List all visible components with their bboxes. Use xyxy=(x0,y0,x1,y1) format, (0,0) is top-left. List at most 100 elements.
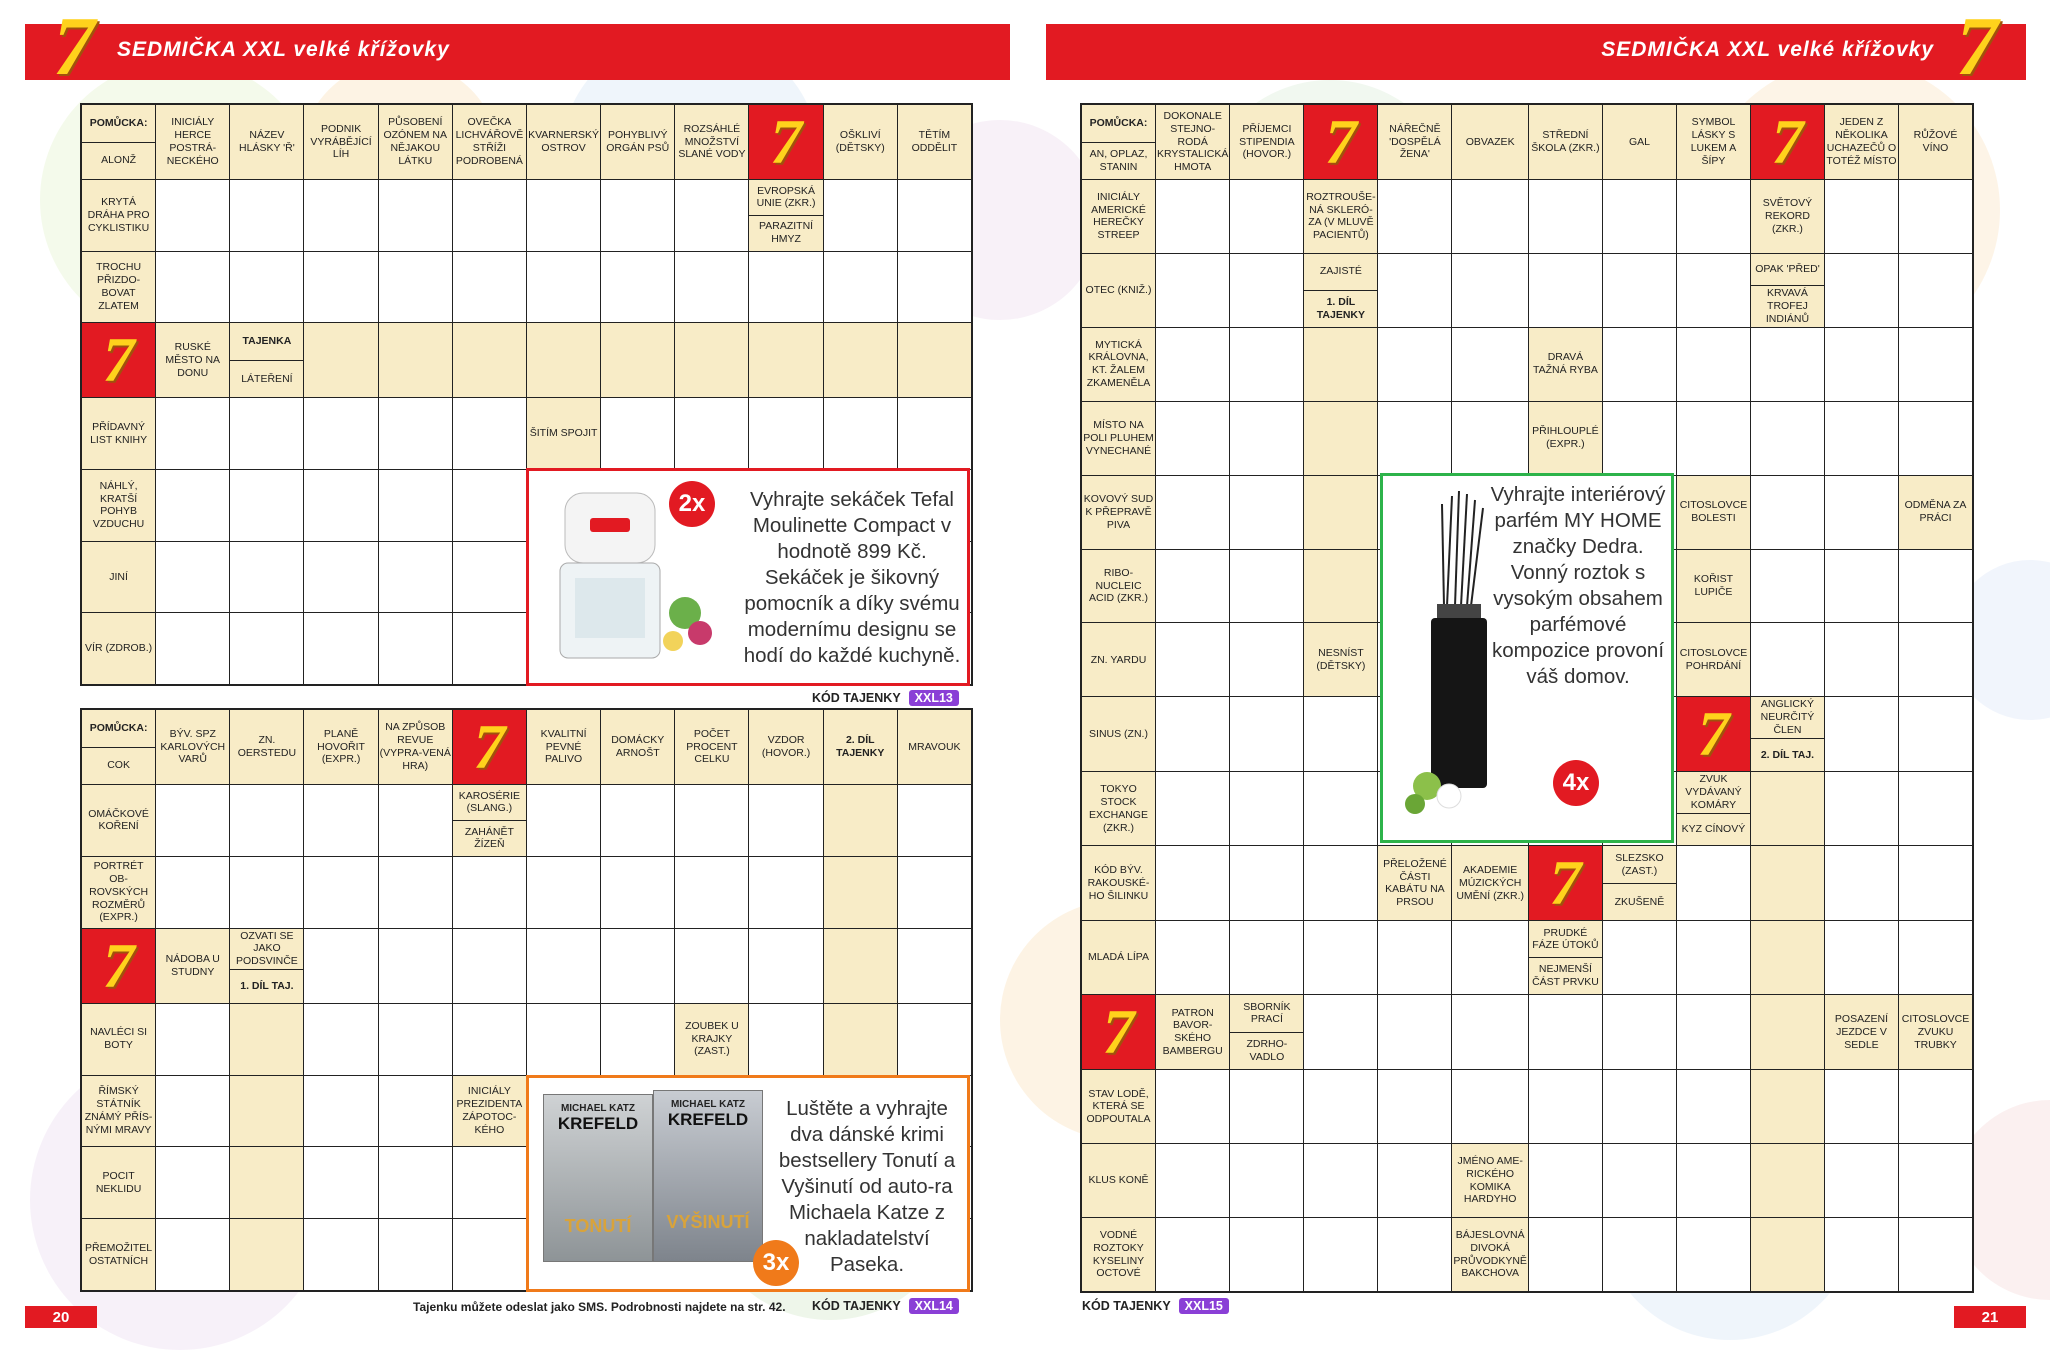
answer-cell[interactable] xyxy=(1824,623,1898,697)
answer-cell[interactable] xyxy=(230,469,304,541)
answer-cell[interactable] xyxy=(452,541,526,613)
answer-cell[interactable] xyxy=(1898,772,1972,846)
answer-cell[interactable] xyxy=(1304,1144,1378,1218)
answer-cell[interactable] xyxy=(1824,327,1898,401)
answer-cell[interactable] xyxy=(749,398,823,469)
answer-cell[interactable] xyxy=(1676,995,1750,1070)
answer-cell[interactable] xyxy=(452,1219,526,1290)
answer-cell[interactable] xyxy=(601,398,675,469)
answer-cell[interactable] xyxy=(1452,180,1528,253)
answer-cell[interactable] xyxy=(1824,846,1898,921)
answer-cell[interactable] xyxy=(230,1219,304,1290)
answer-cell[interactable] xyxy=(1378,253,1452,327)
answer-cell[interactable] xyxy=(378,1075,452,1147)
answer-cell[interactable] xyxy=(378,541,452,613)
answer-cell[interactable] xyxy=(1528,1144,1602,1218)
answer-cell[interactable] xyxy=(378,251,452,323)
answer-cell[interactable] xyxy=(156,180,230,251)
answer-cell[interactable] xyxy=(304,856,378,928)
answer-cell[interactable] xyxy=(1750,921,1824,995)
answer-cell[interactable] xyxy=(1156,1218,1230,1291)
answer-cell[interactable] xyxy=(823,928,897,1003)
answer-cell[interactable] xyxy=(156,785,230,856)
answer-cell[interactable] xyxy=(1676,1218,1750,1291)
answer-cell[interactable] xyxy=(823,180,897,251)
answer-cell[interactable] xyxy=(823,251,897,323)
answer-cell[interactable] xyxy=(156,469,230,541)
answer-cell[interactable] xyxy=(378,469,452,541)
answer-cell[interactable] xyxy=(1824,1070,1898,1144)
answer-cell[interactable] xyxy=(1230,180,1304,253)
answer-cell[interactable] xyxy=(1824,253,1898,327)
answer-cell[interactable] xyxy=(452,1147,526,1219)
answer-cell[interactable] xyxy=(304,323,378,398)
answer-cell[interactable] xyxy=(378,1147,452,1219)
answer-cell[interactable] xyxy=(1750,1218,1824,1291)
answer-cell[interactable] xyxy=(1304,697,1378,772)
answer-cell[interactable] xyxy=(156,1147,230,1219)
answer-cell[interactable] xyxy=(749,928,823,1003)
answer-cell[interactable] xyxy=(1304,772,1378,846)
answer-cell[interactable] xyxy=(1230,549,1304,623)
answer-cell[interactable] xyxy=(897,856,971,928)
answer-cell[interactable] xyxy=(1898,180,1972,253)
answer-cell[interactable] xyxy=(156,541,230,613)
answer-cell[interactable] xyxy=(1304,995,1378,1070)
answer-cell[interactable] xyxy=(1824,475,1898,549)
answer-cell[interactable] xyxy=(1378,921,1452,995)
answer-cell[interactable] xyxy=(675,398,749,469)
answer-cell[interactable] xyxy=(749,251,823,323)
answer-cell[interactable] xyxy=(230,1075,304,1147)
answer-cell[interactable] xyxy=(1156,1070,1230,1144)
answer-cell[interactable] xyxy=(1452,921,1528,995)
answer-cell[interactable] xyxy=(675,323,749,398)
answer-cell[interactable] xyxy=(1602,921,1676,995)
answer-cell[interactable] xyxy=(675,251,749,323)
answer-cell[interactable] xyxy=(1230,697,1304,772)
answer-cell[interactable] xyxy=(304,1147,378,1219)
answer-cell[interactable] xyxy=(452,928,526,1003)
answer-cell[interactable] xyxy=(601,180,675,251)
answer-cell[interactable] xyxy=(526,251,601,323)
answer-cell[interactable] xyxy=(1230,327,1304,401)
answer-cell[interactable] xyxy=(897,398,971,469)
answer-cell[interactable] xyxy=(1602,327,1676,401)
answer-cell[interactable] xyxy=(1676,1070,1750,1144)
answer-cell[interactable] xyxy=(1230,1218,1304,1291)
answer-cell[interactable] xyxy=(1898,1070,1972,1144)
answer-cell[interactable] xyxy=(1230,253,1304,327)
answer-cell[interactable] xyxy=(1602,1070,1676,1144)
answer-cell[interactable] xyxy=(304,928,378,1003)
answer-cell[interactable] xyxy=(1230,921,1304,995)
answer-cell[interactable] xyxy=(1824,697,1898,772)
answer-cell[interactable] xyxy=(452,469,526,541)
answer-cell[interactable] xyxy=(1156,921,1230,995)
answer-cell[interactable] xyxy=(1824,772,1898,846)
answer-cell[interactable] xyxy=(1378,1070,1452,1144)
answer-cell[interactable] xyxy=(601,323,675,398)
answer-cell[interactable] xyxy=(1750,846,1824,921)
answer-cell[interactable] xyxy=(1676,1144,1750,1218)
answer-cell[interactable] xyxy=(1156,253,1230,327)
answer-cell[interactable] xyxy=(1156,401,1230,475)
answer-cell[interactable] xyxy=(1750,549,1824,623)
answer-cell[interactable] xyxy=(601,856,675,928)
answer-cell[interactable] xyxy=(1304,846,1378,921)
answer-cell[interactable] xyxy=(675,180,749,251)
answer-cell[interactable] xyxy=(1156,475,1230,549)
answer-cell[interactable] xyxy=(1824,549,1898,623)
answer-cell[interactable] xyxy=(304,1003,378,1075)
answer-cell[interactable] xyxy=(1378,180,1452,253)
answer-cell[interactable] xyxy=(1528,1218,1602,1291)
answer-cell[interactable] xyxy=(1898,846,1972,921)
answer-cell[interactable] xyxy=(601,785,675,856)
answer-cell[interactable] xyxy=(601,1003,675,1075)
answer-cell[interactable] xyxy=(823,1003,897,1075)
answer-cell[interactable] xyxy=(378,1003,452,1075)
answer-cell[interactable] xyxy=(156,251,230,323)
answer-cell[interactable] xyxy=(1378,401,1452,475)
answer-cell[interactable] xyxy=(749,856,823,928)
answer-cell[interactable] xyxy=(1230,772,1304,846)
answer-cell[interactable] xyxy=(526,1003,601,1075)
answer-cell[interactable] xyxy=(526,323,601,398)
